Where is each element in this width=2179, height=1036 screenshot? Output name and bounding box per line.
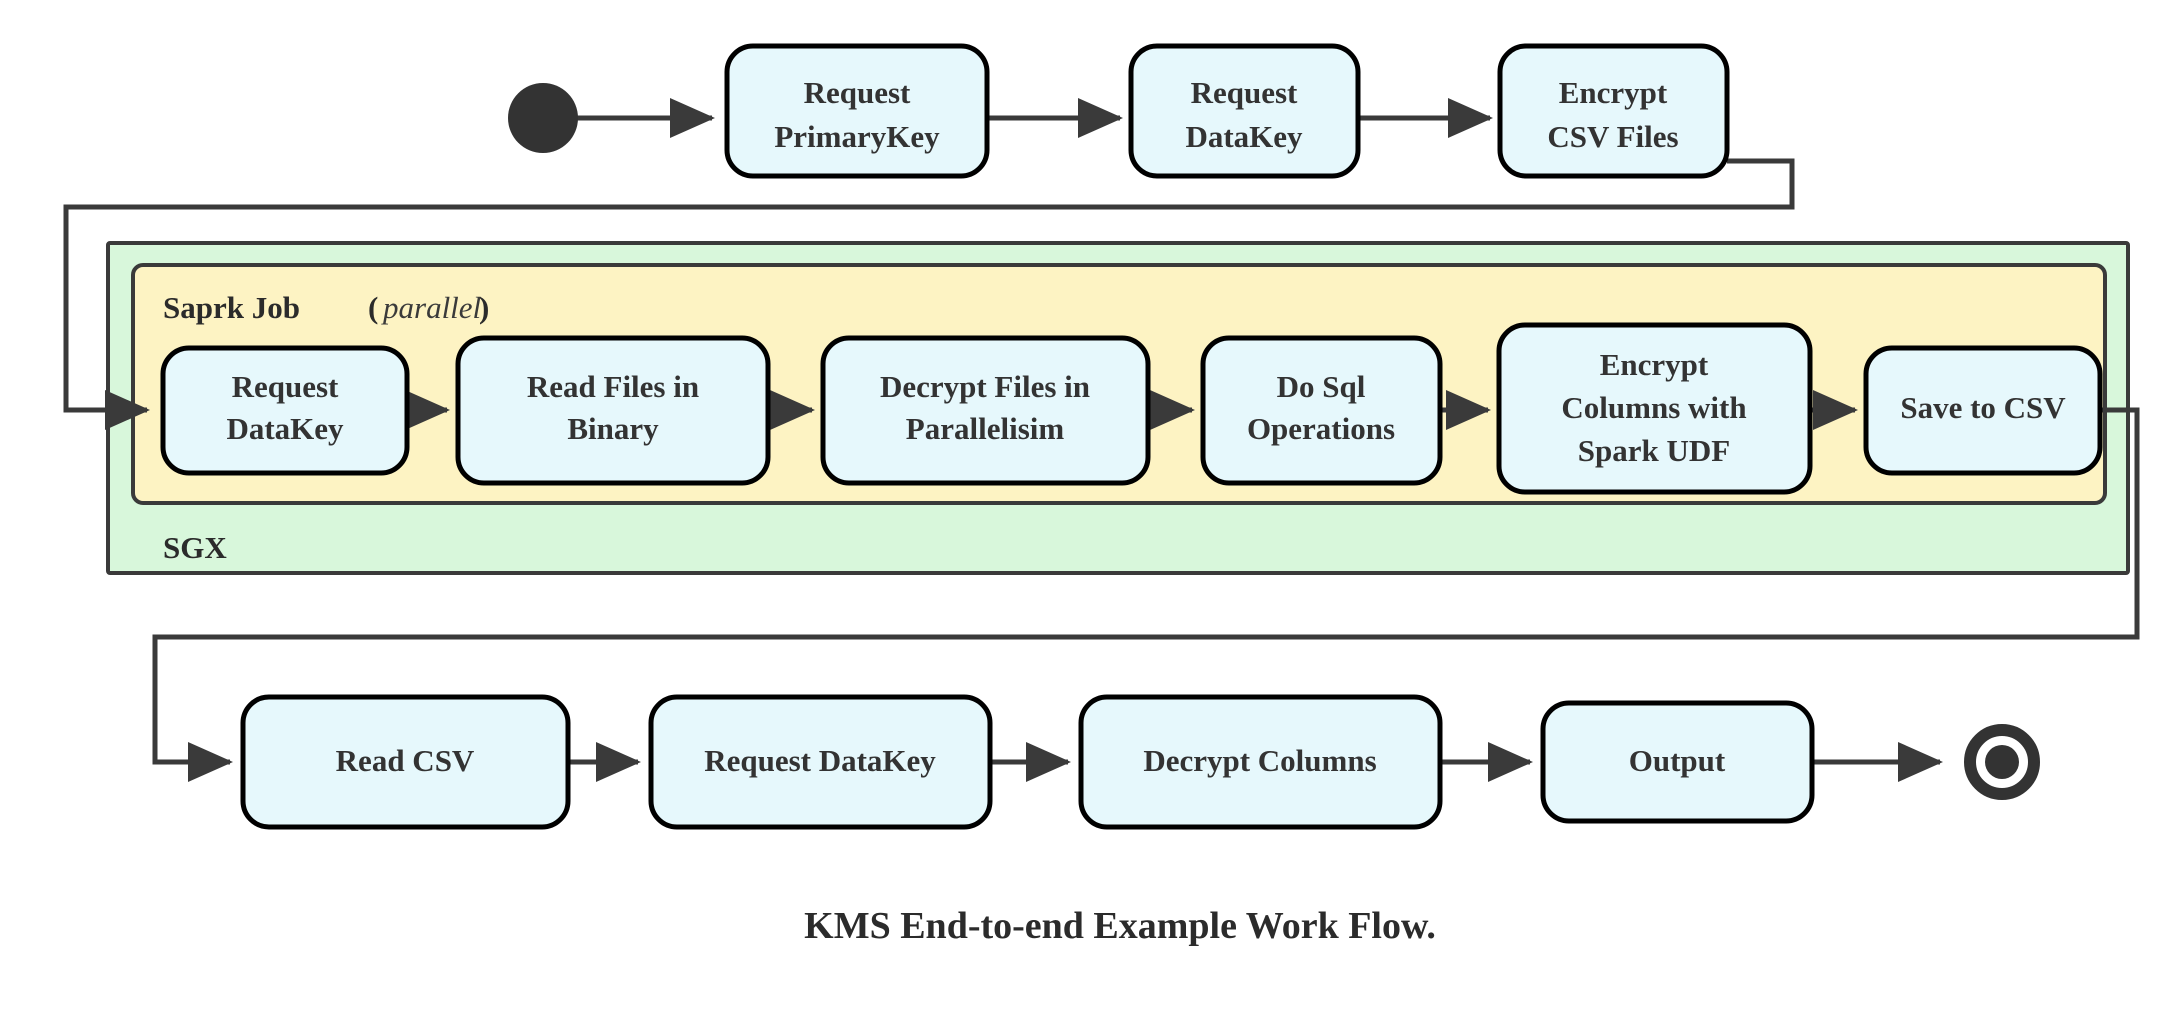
node-read-csv[interactable]: Read CSV	[240, 694, 571, 830]
node-decrypt-files-line1: Decrypt Files in	[880, 369, 1090, 404]
sgx-label: SGX	[163, 530, 227, 565]
node-decrypt-files-in-parallelisim-rect[interactable]	[820, 335, 1151, 486]
node-request-datakey-bottom-line1: Request DataKey	[704, 743, 936, 778]
node-decrypt-columns[interactable]: Decrypt Columns	[1078, 694, 1443, 830]
spark-job-qualifier-close: )	[479, 290, 489, 325]
node-decrypt-files-in-parallelisim[interactable]: Decrypt Files in Parallelisim	[820, 335, 1151, 486]
node-request-datakey-top[interactable]: Request DataKey	[1128, 43, 1361, 179]
node-encrypt-columns-line3: Spark UDF	[1578, 433, 1730, 468]
node-save-to-csv-rect[interactable]	[1863, 345, 2103, 476]
node-encrypt-csv-files[interactable]: Encrypt CSV Files	[1497, 43, 1730, 179]
node-decrypt-files-line2: Parallelisim	[906, 411, 1065, 446]
node-request-datakey-bottom[interactable]: Request DataKey	[648, 694, 993, 830]
end-node-ring	[1964, 724, 2040, 800]
node-encrypt-columns-line1: Encrypt	[1600, 347, 1709, 382]
node-encrypt-columns-rect[interactable]	[1496, 322, 1813, 495]
end-node-core	[1985, 745, 2019, 779]
spark-job-qualifier-open: (	[368, 290, 378, 325]
node-read-files-in-binary[interactable]: Read Files in Binary	[455, 335, 771, 486]
node-read-csv-rect[interactable]	[240, 694, 571, 830]
node-request-datakey-top-line1: Request	[1191, 75, 1298, 110]
node-do-sql-operations-line2: Operations	[1247, 411, 1395, 446]
spark-job-label: Saprk Job	[163, 290, 300, 325]
node-request-primarykey[interactable]: Request PrimaryKey	[724, 43, 990, 179]
node-encrypt-csv-files-rect[interactable]	[1497, 43, 1730, 179]
start-node	[508, 83, 578, 153]
connector-save-to-csv-to-read-csv	[152, 407, 2140, 782]
node-request-primarykey-line1: Request	[804, 75, 911, 110]
node-request-datakey-bottom-rect[interactable]	[648, 694, 993, 830]
node-output-rect[interactable]	[1540, 700, 1815, 824]
node-request-datakey-spark[interactable]: Request DataKey	[160, 345, 410, 476]
node-request-primarykey-rect[interactable]	[724, 43, 990, 179]
node-request-datakey-spark-line2: DataKey	[226, 411, 344, 446]
node-save-to-csv-line1: Save to CSV	[1900, 390, 2066, 425]
node-encrypt-columns-line2: Columns with	[1561, 390, 1746, 425]
node-read-files-in-binary-rect[interactable]	[455, 335, 771, 486]
node-read-files-in-binary-line1: Read Files in	[527, 369, 699, 404]
node-encrypt-columns-with-spark-udf[interactable]: Encrypt Columns with Spark UDF	[1496, 322, 1813, 495]
node-request-datakey-spark-rect[interactable]	[160, 345, 410, 476]
node-do-sql-operations[interactable]: Do Sql Operations	[1200, 335, 1443, 486]
node-request-primarykey-line2: PrimaryKey	[774, 119, 940, 154]
node-do-sql-operations-line1: Do Sql	[1277, 369, 1366, 404]
node-encrypt-csv-files-line1: Encrypt	[1559, 75, 1668, 110]
spark-job-qualifier-word: parallel	[381, 290, 481, 325]
node-encrypt-csv-files-line2: CSV Files	[1547, 119, 1678, 154]
diagram-caption: KMS End-to-end Example Work Flow.	[804, 905, 1436, 947]
node-save-to-csv[interactable]: Save to CSV	[1863, 345, 2103, 476]
node-request-datakey-top-rect[interactable]	[1128, 43, 1361, 179]
end-node	[1964, 724, 2040, 800]
node-decrypt-columns-rect[interactable]	[1078, 694, 1443, 830]
connector-encrypt-csv-files-to-spark-request-datakey	[63, 158, 1795, 430]
node-output-line1: Output	[1629, 743, 1726, 778]
node-output[interactable]: Output	[1540, 700, 1815, 824]
node-read-files-in-binary-line2: Binary	[567, 411, 659, 446]
node-read-csv-line1: Read CSV	[336, 743, 475, 778]
node-request-datakey-spark-line1: Request	[232, 369, 339, 404]
node-request-datakey-top-line2: DataKey	[1185, 119, 1303, 154]
node-do-sql-operations-rect[interactable]	[1200, 335, 1443, 486]
node-decrypt-columns-line1: Decrypt Columns	[1143, 743, 1376, 778]
